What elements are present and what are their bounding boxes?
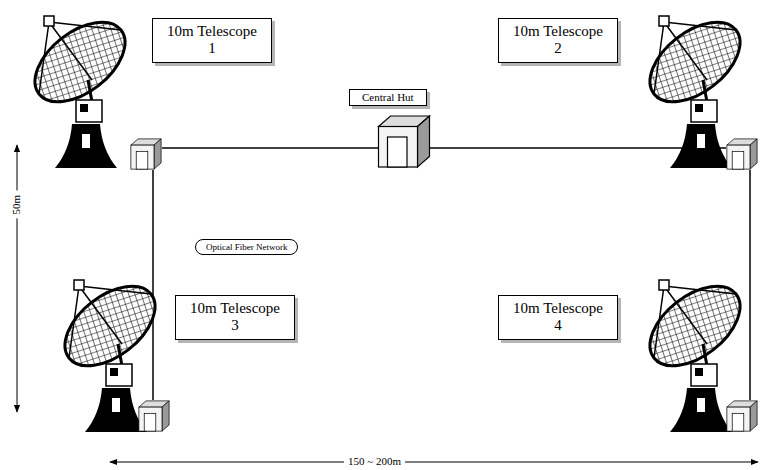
label-text: 10m Telescope 4 [509,300,607,335]
hut-label: Central Hut [349,89,427,106]
telescope-label: 10m Telescope 4 [498,295,618,340]
dimension-label: 150 ~ 200m [344,455,405,468]
network-label: Optical Fiber Network [195,239,298,255]
central-hut-cube [379,116,430,167]
hut-cube [139,401,169,431]
telescope-label: 10m Telescope 2 [498,18,618,63]
label-text: Optical Fiber Network [206,242,287,252]
hut-cube [727,401,757,431]
dimension-label: 50m [10,191,23,219]
hut-cube [727,139,757,169]
dimension-arrow [110,462,758,463]
telescope-label: 10m Telescope 3 [175,295,295,340]
telescope-dish [21,6,140,168]
label-text: 10m Telescope 3 [186,300,284,335]
label-text: Central Hut [362,91,414,104]
dimension-arrow [17,145,18,412]
label-text: 10m Telescope 1 [163,23,261,58]
label-text: 10m Telescope 2 [509,23,607,58]
hut-cube [131,139,161,169]
telescope-label: 10m Telescope 1 [152,18,272,63]
telescope-dish [51,270,170,432]
